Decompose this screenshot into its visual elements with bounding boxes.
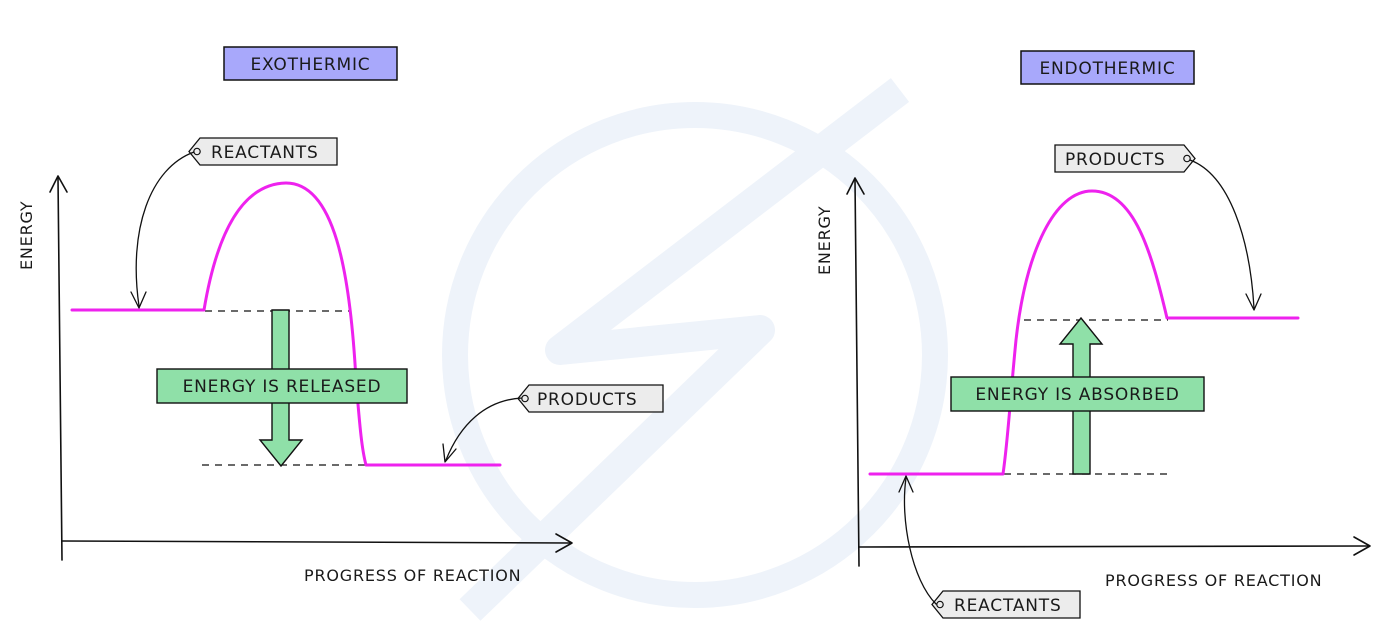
endothermic-y-axis [854,179,860,567]
exothermic-products-label: PRODUCTS [537,390,637,410]
endothermic-products-tag: PRODUCTS [1054,144,1262,311]
endothermic-x-axis-label: PROGRESS OF REACTION [1105,571,1322,590]
exothermic-energy-label: ENERGY IS RELEASED [183,377,382,397]
endothermic-reactants-label: REACTANTS [954,596,1062,616]
endothermic-axes [846,177,1371,567]
exothermic-axes [49,175,573,561]
endothermic-x-arrowhead [1353,536,1371,556]
endothermic-energy-label-box: ENERGY IS ABSORBED [950,376,1205,412]
endothermic-title-badge: ENDOTHERMIC [1020,50,1195,85]
exothermic-y-axis [57,177,63,561]
exothermic-x-axis [61,540,571,544]
exothermic-products-tag: PRODUCTS [442,384,664,463]
endothermic-x-axis [858,545,1369,548]
exothermic-title: EXOTHERMIC [251,55,371,75]
exothermic-reactants-label: REACTANTS [211,143,319,163]
exothermic-y-axis-label: ENERGY [17,201,36,270]
endothermic-energy-label: ENERGY IS ABSORBED [975,385,1179,405]
endothermic-y-axis-label: ENERGY [815,206,834,275]
watermark-logo [442,78,948,621]
endothermic-diagram: ENDOTHERMIC ENERGY PROGRESS OF REACTION … [815,50,1371,619]
exothermic-x-axis-label: PROGRESS OF REACTION [304,566,521,585]
exothermic-x-arrowhead [555,533,573,553]
exothermic-title-badge: EXOTHERMIC [223,46,398,81]
exothermic-energy-label-box: ENERGY IS RELEASED [156,368,408,404]
endothermic-reactants-tag: REACTANTS [898,475,1081,619]
exothermic-diagram: EXOTHERMIC ENERGY PROGRESS OF REACTION E… [17,46,664,585]
endothermic-products-label: PRODUCTS [1065,150,1165,170]
endothermic-energy-curve [868,189,1300,476]
exothermic-y-arrowhead [49,175,68,193]
endothermic-y-arrowhead [846,177,865,195]
endothermic-title: ENDOTHERMIC [1039,59,1175,79]
exothermic-energy-curve [70,181,502,467]
exothermic-reactants-tag: REACTANTS [130,137,338,309]
